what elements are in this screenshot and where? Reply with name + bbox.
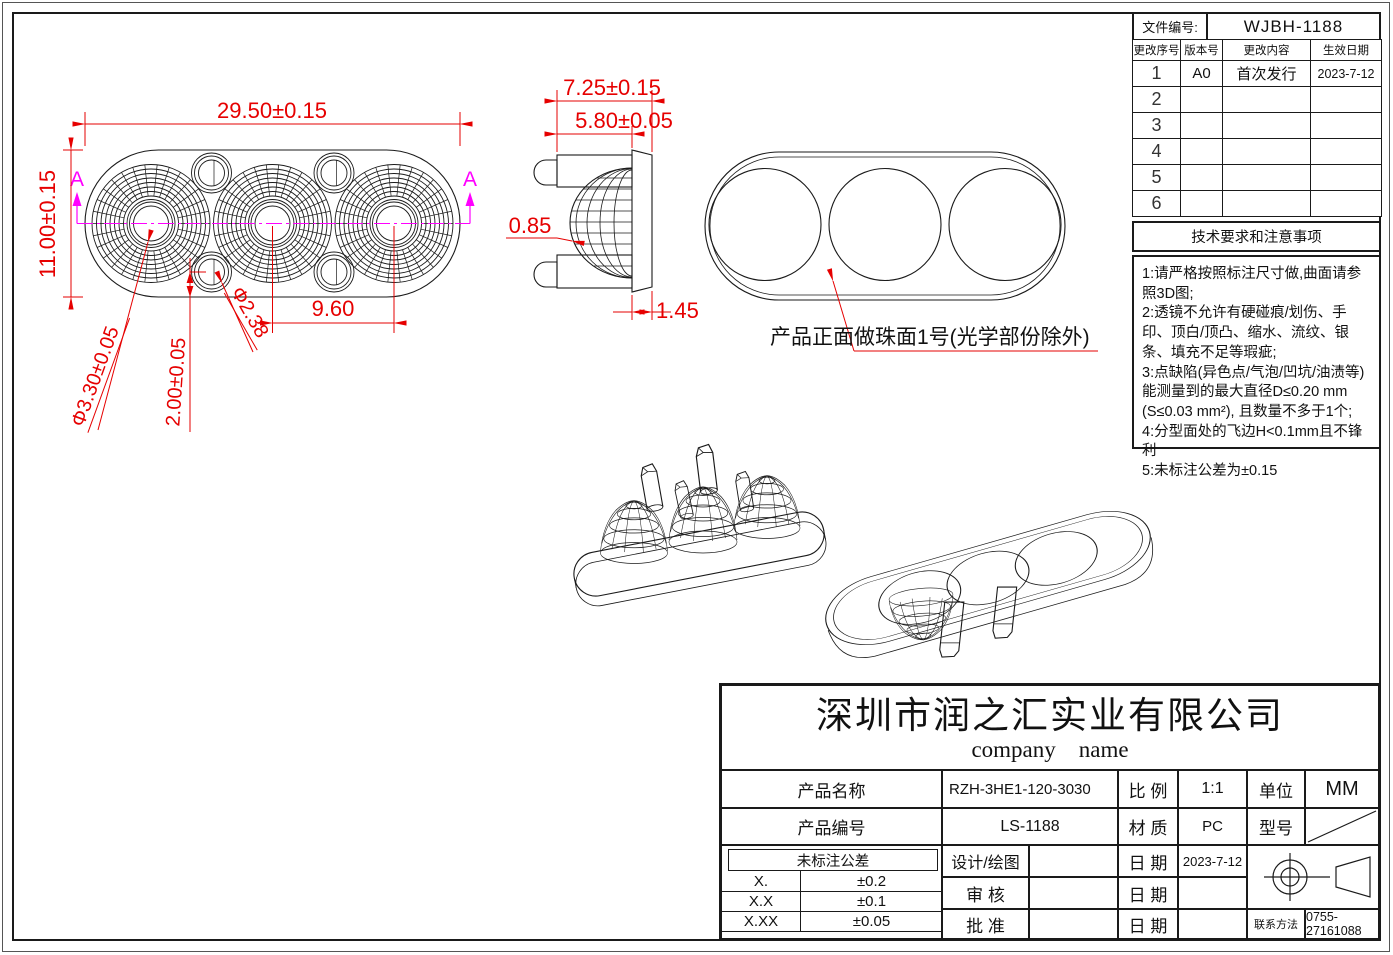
iso2-leg-2 [992,586,1018,639]
dim-pin-hole-dia: Φ2.38 [214,270,273,353]
revision-row: 5 [1132,164,1382,191]
company-name-en: company name [971,737,1129,763]
svg-text:Φ2.38: Φ2.38 [226,283,272,342]
product-name-label: 产品名称 [721,770,942,808]
revision-row: 6 [1132,190,1382,217]
file-number-box: 文件编号: WJBH-1188 [1132,12,1381,41]
dim-lens-pitch: 9.60 [260,226,407,333]
revision-row: 3 [1132,112,1382,139]
iso1-base [573,511,827,607]
tech-requirements-notes: 1:请严格按照标注尺寸做,曲面请参照3D图; 2:透镜不允许有硬碰痕/划伤、手印… [1132,255,1381,479]
col-rev-date: 生效日期 [1310,39,1382,61]
date-label-3: 日 期 [1118,909,1178,939]
design-date-value: 2023-7-12 [1178,845,1247,877]
model-na-diagonal [1307,810,1377,843]
revision-row: 1 A0 首次发行 2023-7-12 [1132,60,1382,87]
contact-value: 0755-27161088 [1305,909,1379,939]
section-label-a-left: A [70,168,84,191]
model-label: 型号 [1247,808,1305,845]
unit-label: 单位 [1247,770,1305,808]
dim-overall-height: 11.00±0.15 [35,137,83,310]
date-label-2: 日 期 [1118,877,1178,909]
dim-overall-width: 29.50±0.15 [72,98,473,146]
tolerance-row: X.X ±0.1 [722,891,942,912]
revision-table: 更改序号 版本号 更改内容 生效日期 1 A0 首次发行 2023-7-12 2… [1132,39,1382,217]
tech-note-line: 4:分型面处的飞边H<0.1mm且不锋利 [1142,423,1363,460]
svg-text:29.50±0.15: 29.50±0.15 [217,98,327,123]
svg-text:11.00±0.15: 11.00±0.15 [35,170,60,278]
side-section-view: 7.25±0.15 5.80±0.05 0.85 1.45 [506,75,699,323]
dim-flange-thickness: 1.45 [613,291,699,323]
model-value-na [1305,808,1379,845]
title-block: 深圳市润之汇实业有限公司 company name 产品名称 RZH-3HE1-… [719,683,1381,941]
section-mark-right: A [463,168,477,224]
file-number-label: 文件编号: [1134,14,1208,39]
product-code-value: LS-1188 [942,808,1118,845]
dim-wall-thickness: 0.85 [506,213,585,247]
designer-value [1029,845,1118,877]
tech-note-line: 5:未标注公差为±0.15 [1142,463,1278,480]
surface-finish-note: 产品正面做珠面1号(光学部份除外) [770,326,1090,349]
file-number-value: WJBH-1188 [1243,16,1344,36]
checker-label: 审 核 [942,877,1029,909]
scale-label: 比 例 [1118,770,1178,808]
revision-row: 2 [1132,86,1382,113]
surface-finish-callout: 产品正面做珠面1号(光学部份除外) [770,268,1098,352]
svg-text:5.80±0.05: 5.80±0.05 [575,108,673,133]
svg-text:Φ3.30±0.05: Φ3.30±0.05 [67,324,124,430]
col-rev-seq: 更改序号 [1132,39,1181,61]
revision-header-row: 更改序号 版本号 更改内容 生效日期 [1132,39,1382,61]
approver-value [1029,909,1118,939]
svg-text:9.60: 9.60 [312,296,355,321]
product-name-value: RZH-3HE1-120-3030 [942,770,1118,808]
projection-symbol-cell [1247,845,1379,909]
product-code-label: 产品编号 [721,808,942,845]
drawing-frame [12,12,1381,941]
back-view: 产品正面做珠面1号(光学部份除外) [704,151,1098,352]
iso-view-lens-up [573,443,827,607]
tech-note-line: 1:请严格按照标注尺寸做,曲面请参照3D图; [1142,266,1362,302]
svg-text:0.85: 0.85 [509,213,552,238]
dome-grid-horizontals [570,177,632,267]
section-mark-left: A [70,168,84,224]
dim-body-depth: 5.80±0.05 [544,108,673,148]
third-angle-projection-icon [1264,853,1371,901]
unit-value: MM [1305,770,1379,808]
col-rev-version: 版本号 [1180,39,1223,61]
tolerance-row: X.XX ±0.05 [722,911,942,932]
section-label-a-right: A [463,168,477,191]
iso2-leg-1 [939,601,965,658]
approve-date-value [1178,909,1247,939]
check-date-value [1178,877,1247,909]
front-view: A A 29.50±0.15 11.00±0.15 [35,98,477,433]
designer-label: 设计/绘图 [942,845,1029,877]
scale-value: 1:1 [1178,770,1247,808]
company-name-cn: 深圳市润之汇实业有限公司 [816,695,1284,737]
tech-note-line: 2:透镜不允许有硬碰痕/划伤、手印、顶白/顶凸、缩水、流纹、银条、填充不足等瑕疵… [1142,305,1350,361]
material-label: 材 质 [1118,808,1178,845]
iso2-plate [825,511,1154,659]
approver-label: 批 准 [942,909,1029,939]
iso-view-flat-up [825,511,1154,659]
contact-label: 联系方法 [1247,909,1305,939]
dome-grid-meridians [575,167,633,279]
date-label-1: 日 期 [1118,845,1178,877]
company-name-box: 深圳市润之汇实业有限公司 company name [721,685,1379,770]
svg-text:7.25±0.15: 7.25±0.15 [563,75,661,100]
svg-text:1.45: 1.45 [656,298,699,323]
tech-requirements-title: 技术要求和注意事项 [1132,221,1381,252]
dim-total-depth: 7.25±0.15 [544,75,665,152]
tolerance-row: X. ±0.2 [722,871,942,892]
checker-value [1029,877,1118,909]
svg-text:2.00±0.05: 2.00±0.05 [162,337,190,427]
revision-row: 4 [1132,138,1382,165]
tech-note-line: 3:点缺陷(异色点/气泡/凹坑/油渍等)能测量到的最大直径D≤0.20 mm (… [1142,364,1365,421]
tolerance-table: 未标注公差 X. ±0.2 X.X ±0.1 X.XX ±0.05 [721,845,942,939]
material-value: PC [1178,808,1247,845]
col-rev-content: 更改内容 [1222,39,1311,61]
tolerance-title: 未标注公差 [728,849,938,871]
